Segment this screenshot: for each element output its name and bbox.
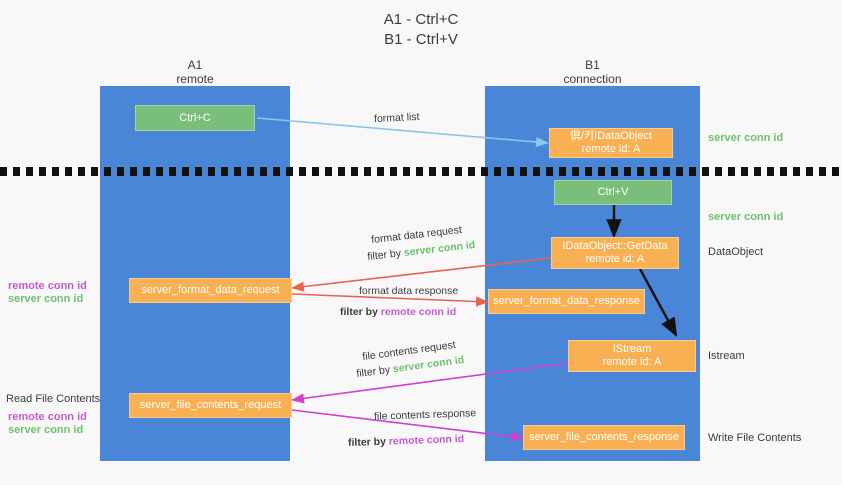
box-server-format-data-request[interactable]: server_format_data_request (129, 278, 292, 303)
box-server-file-contents-request[interactable]: server_file_contents_request (129, 393, 292, 418)
label-server-conn-id-2: server conn id (8, 424, 84, 436)
label-write-file-contents: Write File Contents (708, 432, 802, 444)
label-remote-conn-id-2: remote conn id (8, 411, 87, 423)
filter-value-remote-conn-id: remote conn id (388, 432, 465, 448)
edge-label-file-contents-response: file contents response (373, 407, 477, 423)
box-ctrl-c-label: Ctrl+C (179, 111, 211, 124)
lane-a1-name: A1 (187, 58, 203, 72)
edge-label-format-list: format list (373, 110, 420, 126)
filter-prefix: filter by (347, 435, 390, 450)
lane-b1-name: B1 (585, 58, 600, 72)
box-ctrl-v-label: Ctrl+V (597, 186, 629, 198)
label-dataobject: DataObject (708, 246, 764, 258)
label-server-conn-id-top: server conn id (708, 132, 784, 144)
lane-header-b1: B1 connection (485, 58, 700, 86)
title-line-2: B1 - Ctrl+V (384, 31, 458, 48)
label-remote-conn-id-1: remote conn id (8, 280, 87, 292)
box-istream-line2: remote id: A (602, 356, 662, 368)
box-getdata-line2: remote id: A (585, 253, 645, 265)
page-title: A1 - Ctrl+C B1 - Ctrl+V (0, 10, 842, 50)
edge-label-format-data-response-filter: filter by remote conn id (340, 305, 456, 319)
filter-prefix: filter by (366, 247, 405, 264)
edge-label-format-data-response: format data response (359, 285, 459, 297)
box-idataobject-getdata[interactable]: IDataObject::GetData remote id: A (551, 237, 679, 269)
box-server-file-contents-response[interactable]: server_file_contents_response (523, 425, 685, 450)
filter-prefix: filter by (340, 306, 381, 318)
label-istream: Istream (708, 350, 745, 362)
box-ctrl-v[interactable]: Ctrl+V (554, 180, 672, 205)
filter-value-remote-conn-id: remote conn id (380, 306, 457, 318)
box-getdata-line1: IDataObject::GetData (562, 240, 668, 252)
box-idataobject-line2: remote id: A (581, 143, 641, 155)
box-idataobject[interactable]: 倶/키IDataObject remote id: A (549, 128, 673, 158)
label-server-conn-id-1: server conn id (8, 293, 84, 305)
filter-prefix: filter by (355, 363, 394, 381)
box-server-format-data-response-label: server_format_data_response (493, 295, 640, 307)
box-ctrl-c[interactable]: Ctrl+C (135, 105, 255, 131)
box-server-format-data-request-label: server_format_data_request (141, 284, 280, 296)
lane-a1-sub: remote (176, 72, 214, 86)
edge-label-file-contents-response-filter: filter by remote conn id (348, 432, 465, 450)
label-read-file-contents: Read File Contents (6, 393, 101, 405)
title-line-1: A1 - Ctrl+C (383, 11, 459, 28)
lane-b1-sub: connection (563, 72, 622, 86)
separator-dashed-line (0, 167, 842, 176)
box-server-file-contents-response-label: server_file_contents_response (529, 431, 679, 443)
box-istream[interactable]: IStream remote id: A (568, 340, 696, 372)
box-server-format-data-response[interactable]: server_format_data_response (488, 289, 645, 314)
box-istream-line1: IStream (612, 343, 652, 355)
box-idataobject-line1: 倶/키IDataObject (569, 130, 653, 142)
box-server-file-contents-request-label: server_file_contents_request (139, 399, 282, 411)
label-server-conn-id-second: server conn id (708, 211, 784, 223)
lane-header-a1: A1 remote (100, 58, 290, 86)
